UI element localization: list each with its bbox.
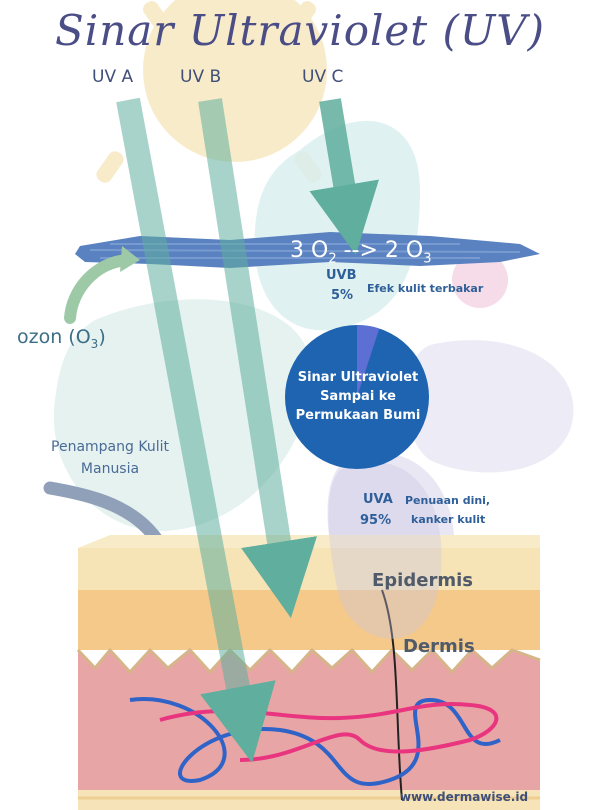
uva-percent: 95% (360, 513, 392, 528)
uva-overlay (328, 462, 442, 639)
uvb-pie-label: UVB (326, 268, 357, 283)
pie-center-text: Sinar Ultraviolet Sampai ke Permukaan Bu… (295, 370, 421, 423)
uva-label: UV A (92, 67, 134, 87)
ozone-pointer-head (120, 246, 140, 272)
uva-arrow (116, 97, 276, 763)
dermis-label: Dermis (403, 636, 475, 657)
reaction-arrow: --> 2 O (336, 238, 424, 263)
blood-vessel-blue (129, 697, 501, 787)
reaction-right-sub: 3 (423, 251, 432, 267)
ozone-label: ozon (O3) (17, 326, 106, 351)
uva-effect-line2: kanker kulit (411, 513, 486, 526)
ozone-reaction-formula: 3 O2 --> 2 O3 (290, 238, 431, 266)
ozone-label-close: ) (98, 326, 106, 348)
uvc-arrow (309, 98, 379, 255)
reaction-left: 3 O (290, 238, 329, 263)
website-url: www.dermawise.id (400, 790, 529, 804)
uva-effect-line1: Penuaan dini, (405, 494, 491, 507)
ozone-pointer-arrow (64, 254, 134, 324)
reaction-left-sub: 2 (328, 251, 337, 267)
uvb-arrow (198, 98, 318, 618)
epidermis-label: Epidermis (372, 570, 473, 591)
uvb-percent: 5% (331, 288, 354, 303)
ozone-label-text: ozon (O (17, 326, 91, 348)
pink-dot (452, 252, 508, 308)
uv-pie-chart (285, 325, 429, 469)
uvb-label: UV B (180, 67, 222, 87)
skin-section-label: Penampang Kulit Manusia (51, 439, 169, 477)
hair-strand (381, 589, 403, 801)
blood-vessel-pink (159, 702, 499, 762)
uvc-label: UV C (302, 67, 344, 87)
ozone-label-sub: 3 (90, 336, 99, 351)
uva-pie-label: UVA (363, 492, 393, 507)
lavender-blob (405, 340, 574, 473)
uvb-effect: Efek kulit terbakar (367, 282, 484, 295)
pie-uvb-slice (357, 325, 380, 397)
page-title: Sinar Ultraviolet (UV) (54, 6, 545, 55)
